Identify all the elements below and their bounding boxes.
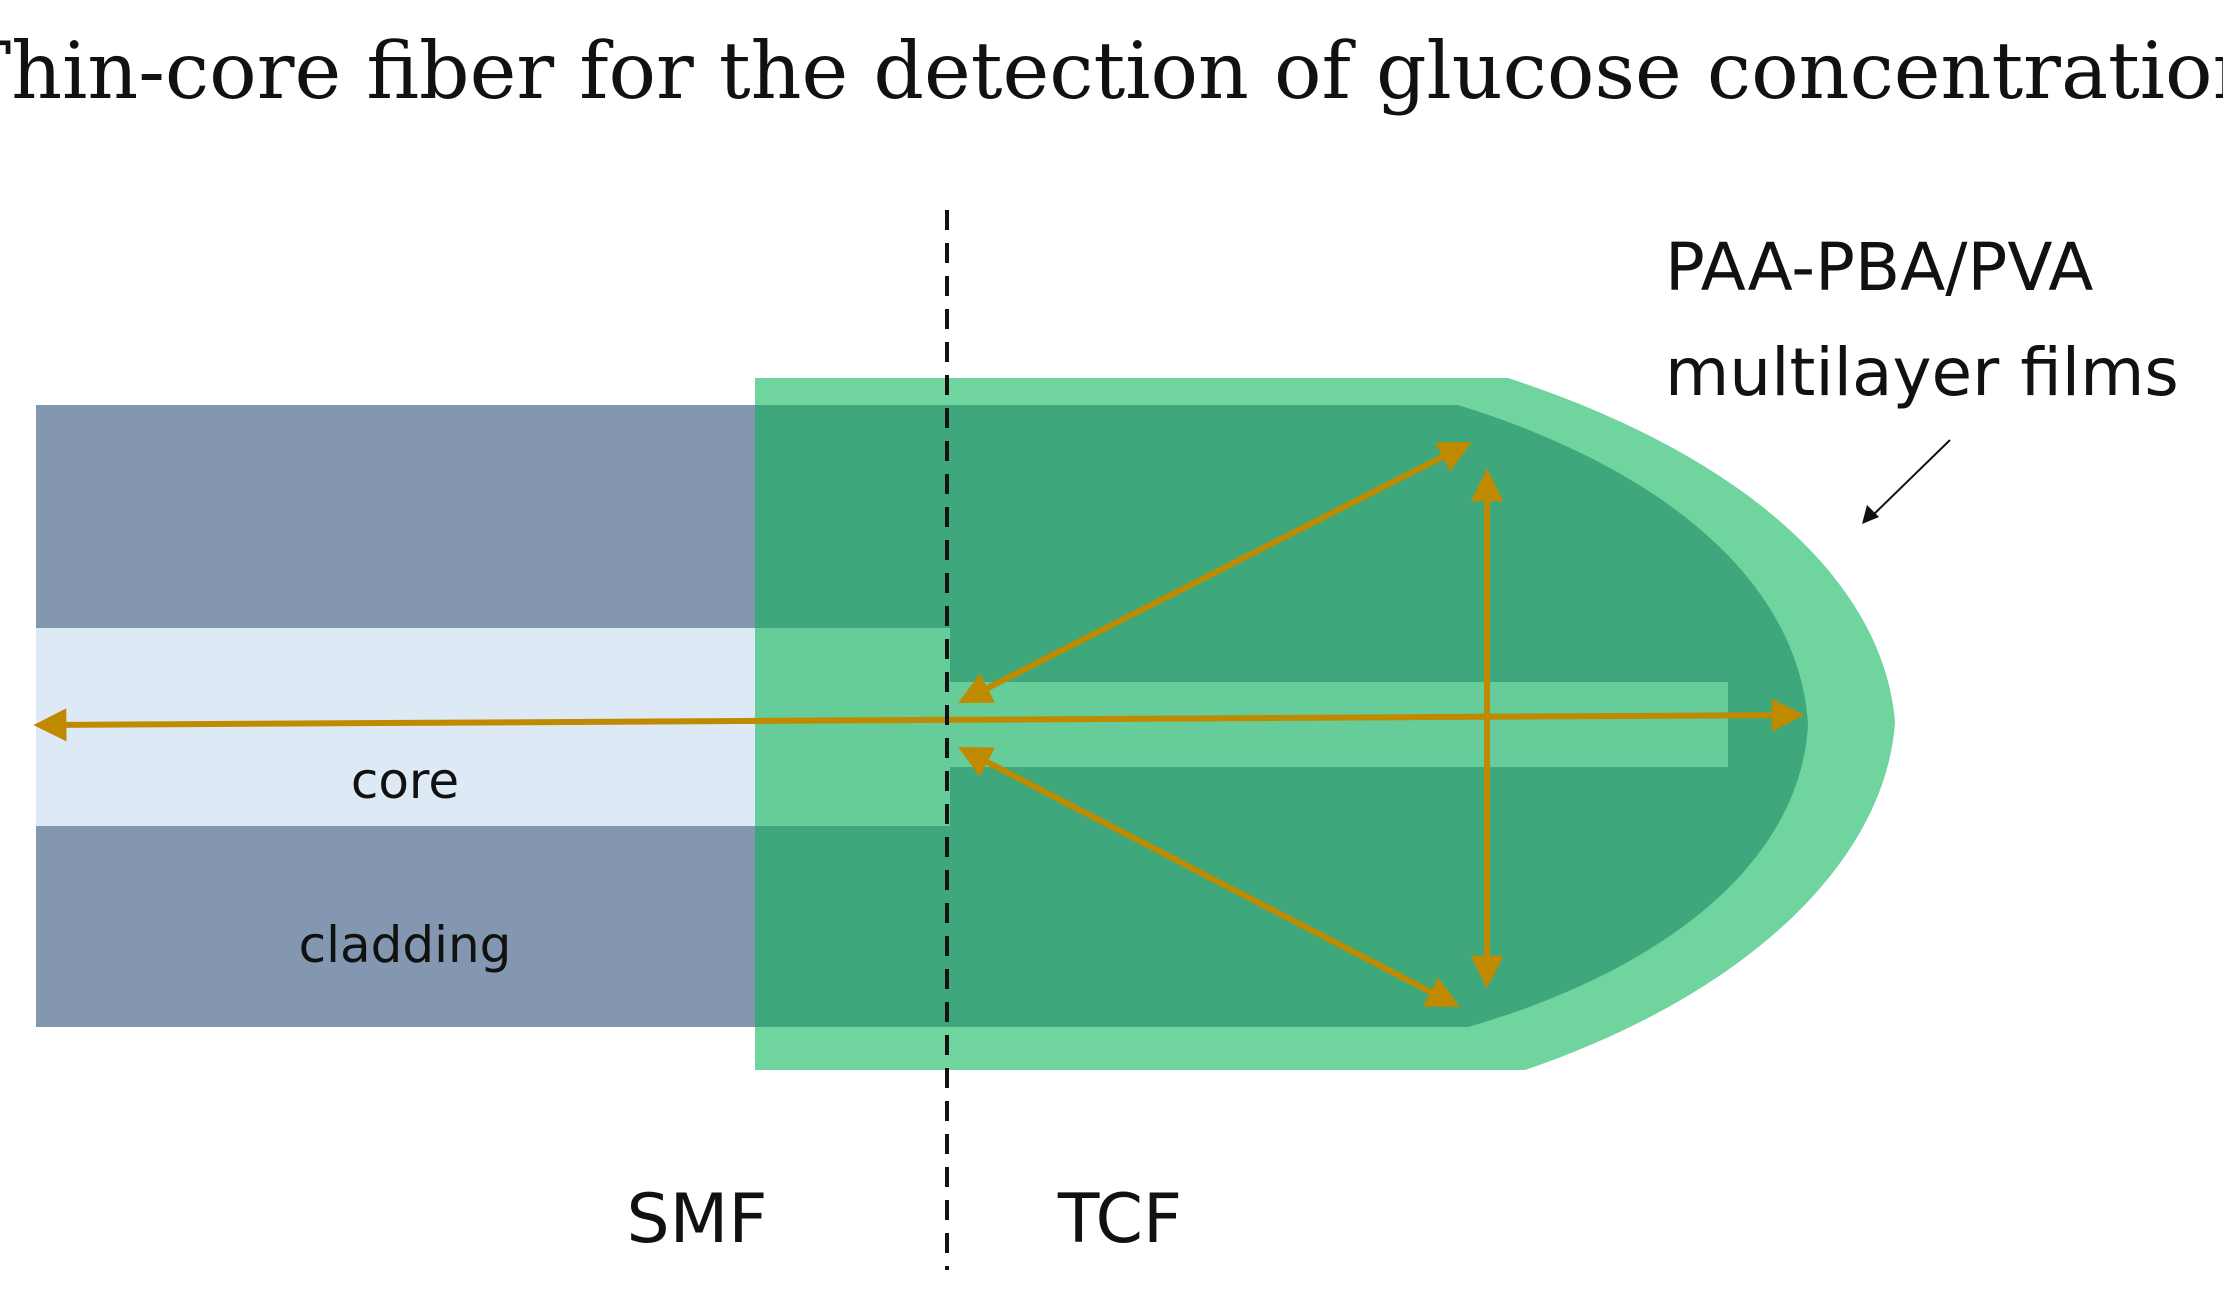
light-path-lower-diagonal <box>958 746 1460 1008</box>
coating-pointer-arrow <box>1869 439 1951 519</box>
diagram-title: Thin-core fiber for the detection of glu… <box>0 25 2223 117</box>
light-path-upper-diagonal <box>958 442 1472 703</box>
smf-label: SMF <box>627 1180 768 1259</box>
cladding-label: cladding <box>299 916 512 974</box>
coating-label-line1: PAA-PBA/PVA <box>1665 229 2093 306</box>
coating-pointer-arrowhead <box>1862 505 1879 524</box>
tcf-label: TCF <box>1057 1180 1182 1259</box>
tcf-thin-core <box>950 682 1728 767</box>
coating-label-line2: multilayer films <box>1665 334 2179 411</box>
light-path-axial <box>33 698 1805 742</box>
core-label: core <box>351 752 459 810</box>
light-paths <box>33 442 1805 1008</box>
splice-core-region <box>755 628 950 826</box>
